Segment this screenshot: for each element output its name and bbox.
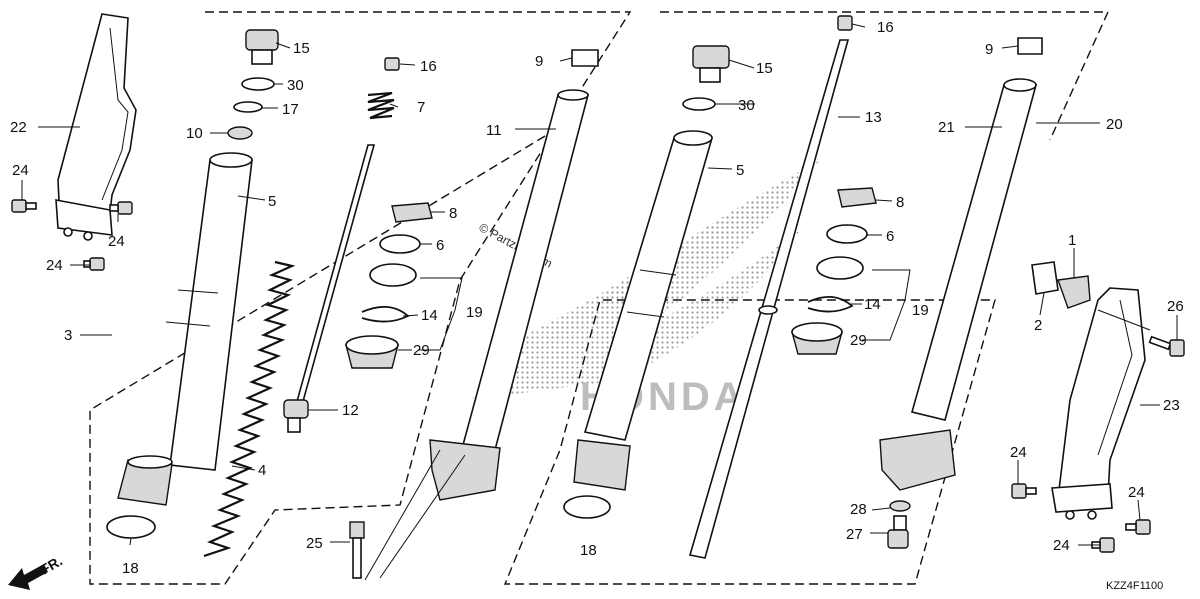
clip-8-right bbox=[837, 187, 877, 208]
callout-27: 27 bbox=[846, 526, 863, 543]
nut-16-right bbox=[837, 15, 853, 31]
callout-24f: 24 bbox=[1053, 537, 1070, 554]
callout-28: 28 bbox=[850, 501, 867, 518]
left-fork-frame bbox=[89, 11, 632, 585]
callout-25: 25 bbox=[306, 535, 323, 552]
callout-5a: 5 bbox=[268, 193, 276, 210]
callout-24d: 24 bbox=[1010, 444, 1027, 461]
callout-24b: 24 bbox=[108, 233, 125, 250]
damper-rod-13 bbox=[688, 39, 850, 559]
callout-15a: 15 bbox=[293, 40, 310, 57]
callout-23: 23 bbox=[1163, 397, 1180, 414]
callout-30a: 30 bbox=[287, 77, 304, 94]
callout-1: 1 bbox=[1068, 232, 1076, 249]
callout-4: 4 bbox=[258, 462, 266, 479]
o-ring-30-left bbox=[241, 77, 275, 91]
fork-guard-left bbox=[55, 13, 137, 241]
callout-3: 3 bbox=[64, 327, 72, 344]
callout-14b: 14 bbox=[864, 296, 881, 313]
dust-seal-29-left bbox=[345, 335, 399, 369]
dust-seal-29-right bbox=[791, 322, 843, 355]
callout-13: 13 bbox=[865, 109, 882, 126]
bolt-24a bbox=[11, 199, 37, 213]
guard-bracket-1 bbox=[1057, 275, 1091, 309]
bolt-24d bbox=[1011, 483, 1037, 499]
bushing-9-left bbox=[571, 49, 599, 67]
callout-2: 2 bbox=[1034, 317, 1042, 334]
callout-9b: 9 bbox=[985, 41, 993, 58]
o-ring-30-right bbox=[682, 97, 716, 111]
o-ring-18-right bbox=[563, 495, 611, 519]
bolt-24c bbox=[83, 257, 105, 271]
callout-5b: 5 bbox=[736, 162, 744, 179]
callout-16a: 16 bbox=[420, 58, 437, 75]
front-direction-arrow: FR. bbox=[8, 552, 65, 590]
clip-8-left bbox=[391, 202, 433, 223]
callout-14a: 14 bbox=[421, 307, 438, 324]
inner-tube-right bbox=[573, 130, 714, 491]
axle-bolt-25 bbox=[349, 521, 365, 579]
callout-10: 10 bbox=[186, 125, 203, 142]
callout-12: 12 bbox=[342, 402, 359, 419]
callout-22: 22 bbox=[10, 119, 27, 136]
guard-bracket-2 bbox=[1031, 261, 1059, 295]
fork-guard-right bbox=[1051, 287, 1146, 520]
callout-24a: 24 bbox=[12, 162, 29, 179]
bushing-9-right bbox=[1017, 37, 1043, 55]
nut-16-left bbox=[384, 57, 400, 71]
callout-6b: 6 bbox=[886, 228, 894, 245]
stopper-ring-14-right bbox=[807, 296, 854, 313]
o-ring-18-left bbox=[106, 515, 156, 539]
leader-lines bbox=[21, 23, 1178, 581]
callout-18b: 18 bbox=[580, 542, 597, 559]
callout-9a: 9 bbox=[535, 53, 543, 70]
callout-18a: 18 bbox=[122, 560, 139, 577]
callout-29b: 29 bbox=[850, 332, 867, 349]
rebound-spring-7 bbox=[367, 91, 395, 120]
callout-15b: 15 bbox=[756, 60, 773, 77]
callout-21: 21 bbox=[938, 119, 955, 136]
callout-20: 20 bbox=[1106, 116, 1123, 133]
callout-11: 11 bbox=[486, 122, 502, 139]
callout-19a: 19 bbox=[466, 304, 483, 321]
fork-spring bbox=[203, 260, 296, 558]
cap-bolt-15-left bbox=[245, 29, 279, 65]
bolt-24b bbox=[109, 201, 133, 215]
seal-6-left bbox=[379, 234, 421, 254]
bolt-26 bbox=[1148, 335, 1185, 357]
outer-tube-left bbox=[429, 89, 590, 501]
callout-29a: 29 bbox=[413, 342, 430, 359]
callout-labels: 22 24 24 24 3 18 15 30 17 10 5 4 16 7 8 … bbox=[10, 19, 1184, 577]
stopper-ring-14-left bbox=[361, 306, 410, 323]
callout-7: 7 bbox=[417, 99, 425, 116]
callout-26: 26 bbox=[1167, 298, 1184, 315]
bolt-27 bbox=[887, 515, 909, 549]
callout-19b: 19 bbox=[912, 302, 929, 319]
bushing-10 bbox=[227, 126, 253, 140]
outer-tube-right bbox=[879, 78, 1038, 491]
callout-24c: 24 bbox=[46, 257, 63, 274]
callout-8b: 8 bbox=[896, 194, 904, 211]
oil-seal-19-right bbox=[816, 256, 864, 280]
callout-17: 17 bbox=[282, 101, 299, 118]
damper-rod-12 bbox=[283, 144, 376, 433]
callout-24e: 24 bbox=[1128, 484, 1145, 501]
callout-8a: 8 bbox=[449, 205, 457, 222]
cap-bolt-15-right bbox=[692, 45, 730, 83]
diagram-code: KZZ4F1100 bbox=[1106, 580, 1163, 592]
callout-30b: 30 bbox=[738, 97, 755, 114]
callout-16b: 16 bbox=[877, 19, 894, 36]
washer-28 bbox=[889, 500, 911, 512]
seal-6-right bbox=[826, 224, 868, 244]
washer-17 bbox=[233, 101, 263, 113]
inner-tube-left bbox=[117, 152, 253, 506]
callout-6a: 6 bbox=[436, 237, 444, 254]
bolt-24e bbox=[1125, 519, 1151, 535]
oil-seal-19-left bbox=[369, 263, 417, 287]
